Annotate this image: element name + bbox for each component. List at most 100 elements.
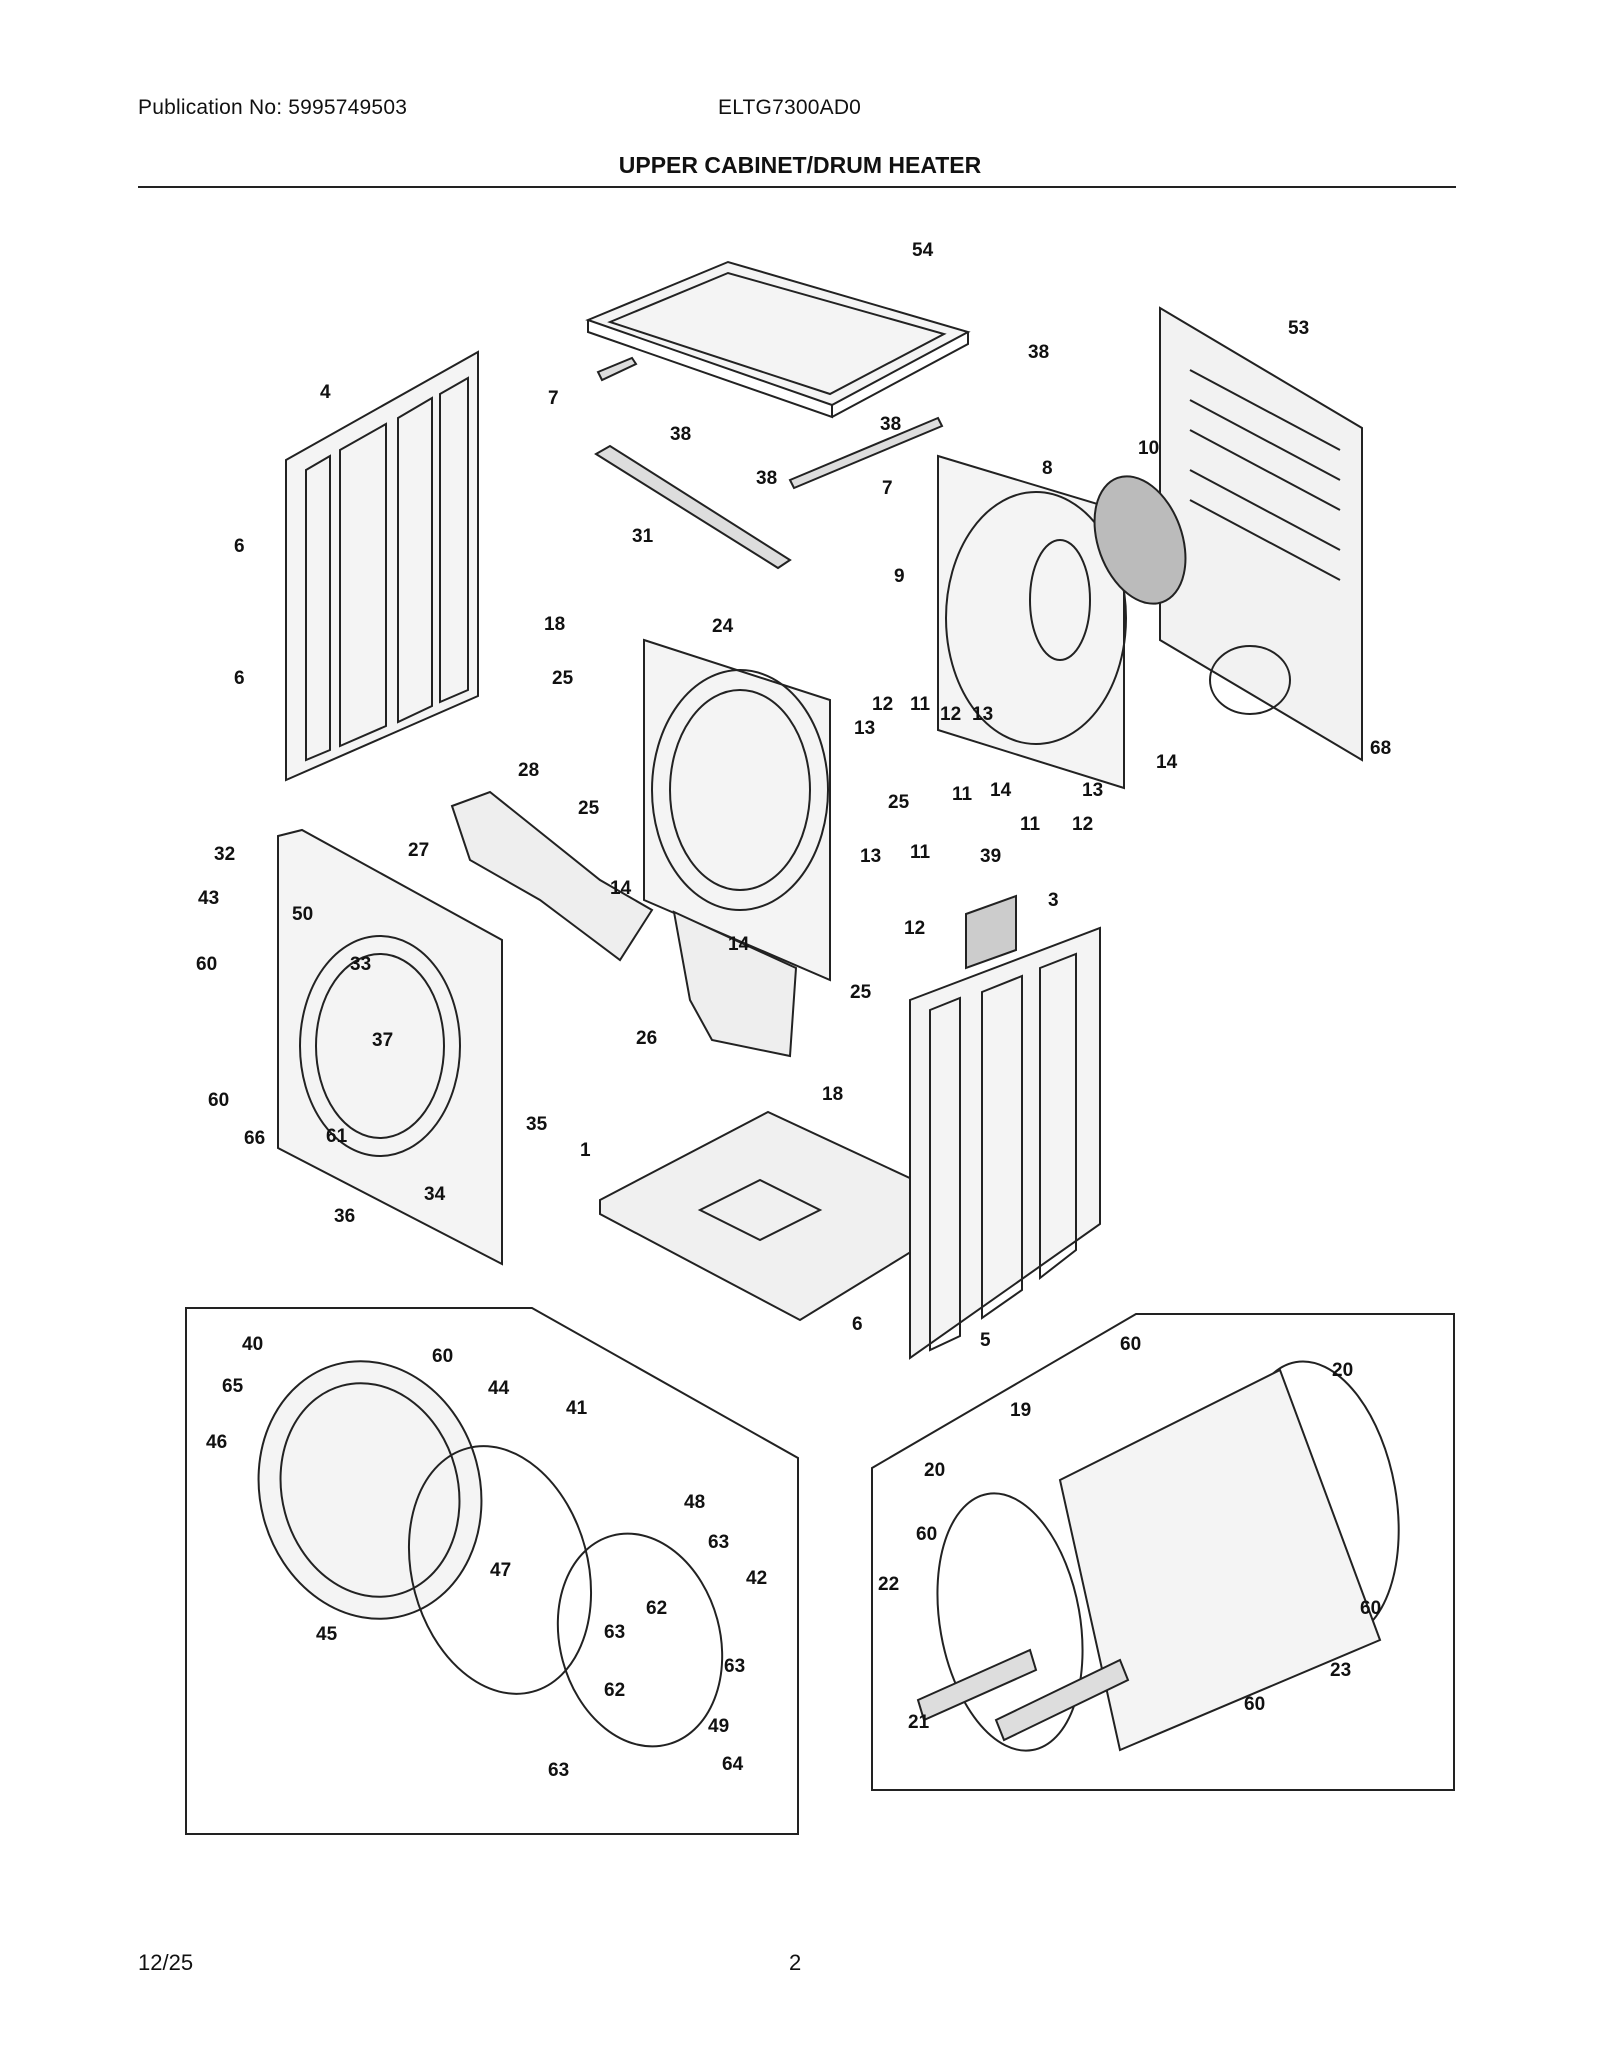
callout-21: 21 — [908, 1712, 930, 1733]
control-module — [965, 894, 1017, 970]
callout-12: 12 — [904, 918, 925, 939]
right-side-panel — [909, 926, 1101, 1360]
duct-assembly — [450, 790, 654, 962]
callout-41: 41 — [566, 1398, 588, 1419]
callout-14: 14 — [610, 878, 632, 899]
callout-6: 6 — [852, 1314, 863, 1335]
callout-18: 18 — [822, 1084, 843, 1105]
callout-40: 40 — [242, 1334, 263, 1355]
callout-11: 11 — [952, 784, 973, 805]
callout-60: 60 — [1120, 1334, 1141, 1355]
bracket-right — [788, 416, 944, 490]
callout-22: 22 — [878, 1574, 899, 1595]
rear-bulkhead — [937, 454, 1127, 790]
callout-49: 49 — [708, 1716, 729, 1737]
callout-63: 63 — [548, 1760, 569, 1781]
callout-42: 42 — [746, 1568, 767, 1589]
callout-46: 46 — [206, 1432, 227, 1453]
callout-62: 62 — [646, 1598, 667, 1619]
front-panel — [277, 828, 503, 1266]
callout-44: 44 — [488, 1378, 510, 1399]
callout-25: 25 — [888, 792, 910, 813]
publication-number: Publication No: 5995749503 — [138, 96, 408, 119]
callout-43: 43 — [198, 888, 219, 909]
callout-39: 39 — [980, 846, 1001, 867]
callout-3: 3 — [1048, 890, 1059, 911]
callout-63: 63 — [708, 1532, 729, 1553]
model-number: ELTG7300AD0 — [718, 96, 862, 119]
callout-65: 65 — [222, 1376, 244, 1397]
top-panel — [585, 260, 971, 419]
callout-45: 45 — [316, 1624, 338, 1645]
door-detail-frame — [185, 1307, 799, 1835]
callout-14: 14 — [1156, 752, 1178, 773]
callout-7: 7 — [882, 478, 893, 499]
callout-25: 25 — [552, 668, 574, 689]
callout-12: 12 — [1072, 814, 1093, 835]
callout-60: 60 — [208, 1090, 229, 1111]
callout-13: 13 — [972, 704, 993, 725]
lint-duct — [672, 910, 798, 1058]
callout-32: 32 — [214, 844, 235, 865]
callout-1: 1 — [580, 1140, 591, 1161]
base-pan — [599, 1110, 915, 1322]
bracket-left — [596, 356, 638, 382]
callout-54: 54 — [912, 240, 934, 261]
callout-6: 6 — [234, 668, 245, 689]
callout-19: 19 — [1010, 1400, 1031, 1421]
callout-38: 38 — [756, 468, 777, 489]
callout-53: 53 — [1288, 318, 1309, 339]
callout-25: 25 — [578, 798, 600, 819]
callout-61: 61 — [326, 1126, 348, 1147]
callout-11: 11 — [910, 842, 931, 863]
callout-66: 66 — [244, 1128, 265, 1149]
callout-34: 34 — [424, 1184, 446, 1205]
callout-6: 6 — [234, 536, 245, 557]
left-side-panel — [285, 350, 479, 782]
part-callouts: 54 38 53 4 7 38 38 8 10 38 7 31 6 9 18 2… — [196, 240, 1391, 1781]
door-assembly-parts — [257, 1360, 724, 1748]
heater-element — [1093, 475, 1187, 605]
callout-68: 68 — [1370, 738, 1391, 759]
callout-63: 63 — [604, 1622, 625, 1643]
callout-31: 31 — [632, 526, 654, 547]
drum-detail-frame — [871, 1313, 1455, 1791]
front-rail — [594, 444, 792, 570]
callout-20: 20 — [924, 1460, 945, 1481]
callout-25: 25 — [850, 982, 872, 1003]
callout-20: 20 — [1332, 1360, 1353, 1381]
callout-7: 7 — [548, 388, 559, 409]
callout-62: 62 — [604, 1680, 625, 1701]
callout-38: 38 — [880, 414, 901, 435]
callout-36: 36 — [334, 1206, 355, 1227]
callout-37: 37 — [372, 1030, 393, 1051]
callout-10: 10 — [1138, 438, 1159, 459]
callout-60: 60 — [432, 1346, 453, 1367]
callout-12: 12 — [940, 704, 961, 725]
callout-38: 38 — [670, 424, 691, 445]
callout-23: 23 — [1330, 1660, 1351, 1681]
callout-26: 26 — [636, 1028, 657, 1049]
front-bulkhead — [643, 638, 831, 982]
callout-24: 24 — [712, 616, 734, 637]
callout-4: 4 — [320, 382, 331, 403]
page-title: UPPER CABINET/DRUM HEATER — [618, 152, 982, 178]
callout-60: 60 — [1244, 1694, 1265, 1715]
callout-60: 60 — [1360, 1598, 1381, 1619]
callout-14: 14 — [728, 934, 750, 955]
rear-panel — [1159, 306, 1363, 762]
callout-64: 64 — [722, 1754, 744, 1775]
callout-38: 38 — [1028, 342, 1049, 363]
callout-33: 33 — [350, 954, 371, 975]
callout-13: 13 — [860, 846, 881, 867]
callout-27: 27 — [408, 840, 429, 861]
callout-12: 12 — [872, 694, 893, 715]
title-rule — [138, 186, 1456, 188]
footer-page-number: 2 — [789, 1950, 802, 1975]
callout-28: 28 — [518, 760, 539, 781]
callout-48: 48 — [684, 1492, 705, 1513]
callout-35: 35 — [526, 1114, 548, 1135]
callout-13: 13 — [854, 718, 875, 739]
callout-5: 5 — [980, 1330, 991, 1351]
